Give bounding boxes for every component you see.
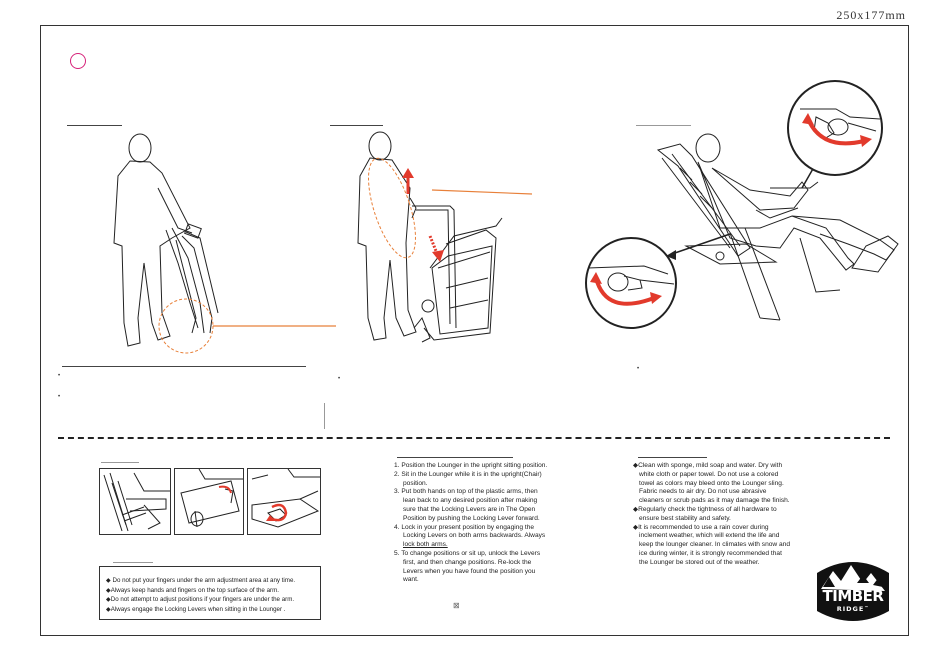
- instruction-line: lock both arms.: [403, 541, 448, 549]
- unfold-callout-line: [431, 189, 533, 195]
- instruction-item-5: 5. To change positions or sit up, unlock…: [394, 549, 541, 557]
- instruction-line: Locking Levers on both arms backwards. A…: [403, 532, 546, 540]
- lower-pointer-head: [666, 250, 676, 260]
- care-line: ice during winter, it is strongly recomm…: [639, 549, 782, 557]
- fold-bullet-2: •: [58, 394, 61, 400]
- warning-heading-underline: [113, 562, 153, 563]
- care-line: ◆It is recommended to use a rain cover d…: [633, 523, 769, 531]
- logo-wordmark-line1: TIMBER: [822, 587, 884, 605]
- care-line: white cloth or paper towel. Do not use a…: [639, 470, 779, 478]
- recline-illustration: [656, 133, 899, 321]
- instruction-line: sure that the Locking Levers are in The …: [403, 505, 536, 513]
- instruction-line: Levers when you have found the position …: [403, 567, 536, 575]
- heading-underline-unfold: [330, 125, 383, 126]
- section-fold-rule: [62, 366, 306, 367]
- lower-pointer-line: [671, 233, 731, 255]
- care-line: ◆Regularly check the tightness of all ha…: [633, 505, 777, 513]
- fold-detail-circle: [158, 298, 214, 354]
- instruction-line: want.: [403, 576, 419, 584]
- instruction-item-3: 3. Put both hands on top of the plastic …: [394, 488, 538, 496]
- instruction-line: lean back to any desired position after …: [403, 497, 538, 505]
- instruction-line: Position by pushing the Locking Lever fo…: [403, 514, 540, 522]
- instruction-line: position.: [403, 479, 428, 487]
- instruction-item-1: 1. Position the Lounger in the upright s…: [394, 462, 548, 469]
- page-frame: [40, 25, 909, 636]
- care-line: Fabric needs to air dry. Do not use abra…: [639, 488, 767, 496]
- instruction-item-4: 4. Lock in your present position by enga…: [394, 523, 535, 531]
- warning-line: ◆Always keep hands and fingers on the to…: [106, 586, 279, 594]
- dimensions-label: 250x177mm: [836, 8, 906, 22]
- heading-underline-recline: [636, 125, 691, 126]
- unfold-illustration: [357, 131, 533, 343]
- instruction-line: first, and then change positions. Re-loc…: [403, 558, 532, 566]
- fold-illustration: [113, 133, 336, 354]
- care-line: keep the lounger cleaner. In climates wi…: [639, 541, 791, 549]
- up-arrow-head: [402, 168, 414, 178]
- warning-line: ◆Always engage the Locking Levers when s…: [106, 605, 286, 613]
- fold-bullet-1: •: [58, 373, 61, 379]
- instruction-item-2: 2. Sit in the Lounger while it is in the…: [394, 470, 542, 478]
- care-line: ensure best stability and safety.: [639, 514, 731, 522]
- logo-badge-icon: [817, 562, 889, 621]
- instructions-list: 1. Position the Lounger in the upright s…: [394, 462, 574, 585]
- care-heading-underline: [638, 457, 707, 458]
- instructions-footer-symbol: ⊠: [453, 601, 460, 610]
- unfold-bullet-1: •: [338, 376, 341, 382]
- recline-bullet-1: •: [637, 366, 640, 372]
- warning-line: ◆Do not attempt to adjust positions if y…: [106, 596, 295, 604]
- care-line: inclement weather, which will extend the…: [639, 532, 780, 540]
- instructions-heading-underline: [397, 457, 513, 458]
- circle-marker: [70, 53, 86, 69]
- care-line: cleaners or scrub pads as it may damage …: [639, 497, 790, 505]
- timber-ridge-logo: TIMBER RIDGE™: [811, 553, 895, 627]
- detail-box-2: [174, 468, 244, 535]
- lever-detail-upper: [787, 80, 883, 176]
- logo-wordmark-line2: RIDGE™: [836, 605, 870, 613]
- cut-line: [58, 437, 890, 439]
- lever-detail-lower: [585, 237, 677, 329]
- warning-box: ◆ Do not put your fingers under the arm …: [99, 566, 321, 620]
- care-line: ◆Clean with sponge, mild soap and water.…: [633, 462, 783, 469]
- down-arrow-head: [432, 250, 444, 262]
- heading-underline-fold: [67, 125, 122, 126]
- section-divider-tick: [324, 403, 325, 429]
- care-line: towel as colors may bleed onto the Loung…: [639, 479, 784, 487]
- detail-box-1: [99, 468, 171, 535]
- detail-box-3: [247, 468, 321, 535]
- care-list: ◆Clean with sponge, mild soap and water.…: [633, 462, 808, 568]
- care-line: the Lounger be stored out of the weather…: [639, 558, 760, 566]
- detail-heading-underline: [101, 462, 139, 463]
- warning-line: ◆ Do not put your fingers under the arm …: [106, 577, 296, 584]
- unfold-motion-ellipse: [368, 157, 416, 259]
